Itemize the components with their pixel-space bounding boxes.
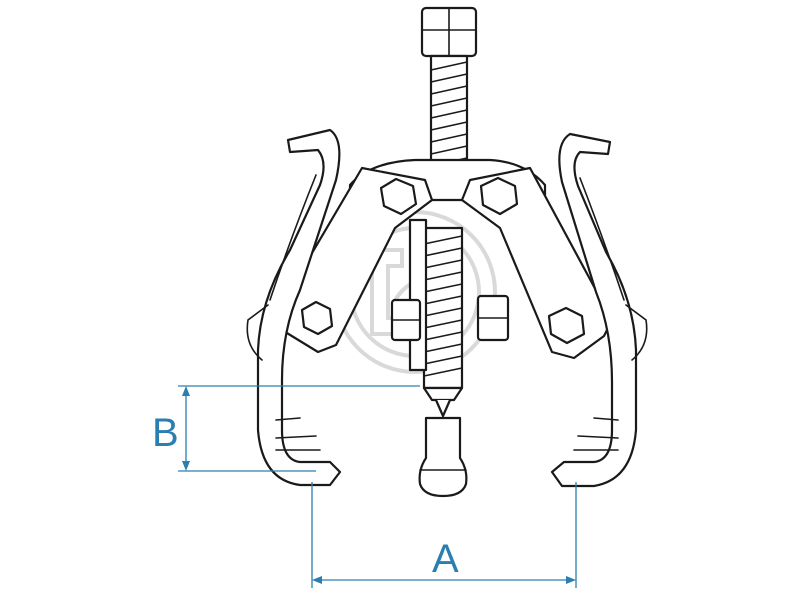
dimension-b: B xyxy=(152,385,420,472)
dimension-a-label: A xyxy=(432,537,459,581)
left-arm-plate xyxy=(273,166,434,354)
forcing-screw xyxy=(418,6,478,498)
right-jaw xyxy=(550,132,648,488)
left-jaw xyxy=(246,128,342,487)
dimension-b-label: B xyxy=(152,411,179,455)
dimension-a: A xyxy=(311,482,577,588)
